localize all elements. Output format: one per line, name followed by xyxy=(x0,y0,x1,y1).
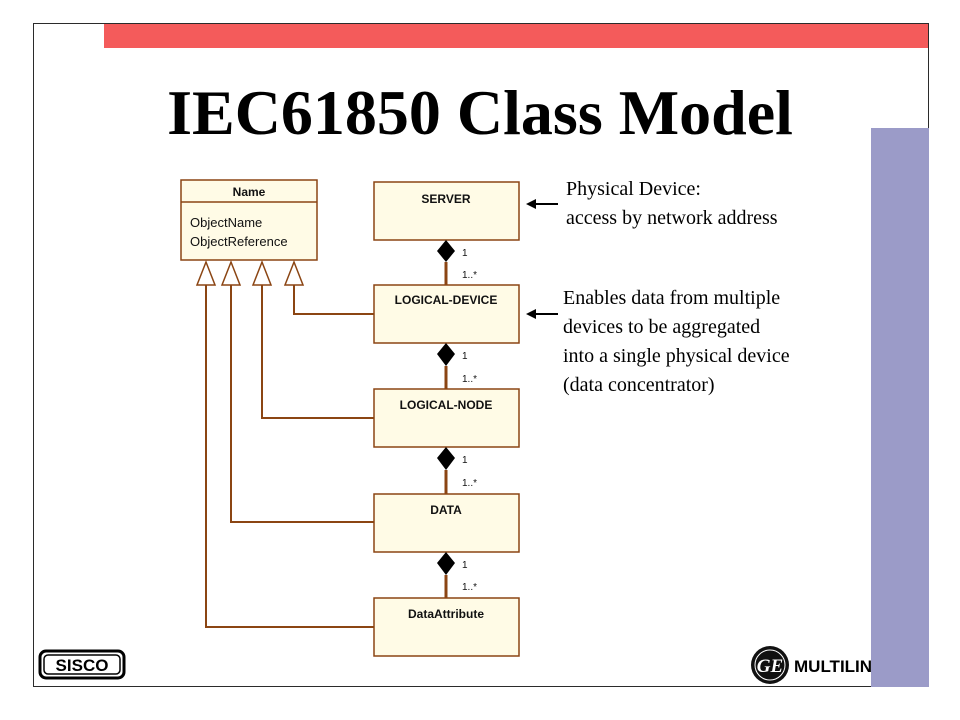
generalization-arrow-icon xyxy=(195,259,217,286)
composition-server-ld: 1 1..* xyxy=(437,240,477,285)
mult-parent: 1 xyxy=(462,351,468,362)
sisco-logo-inner xyxy=(43,654,121,675)
name-attr-objectreference: ObjectReference xyxy=(190,234,288,249)
generalization-data xyxy=(220,259,374,523)
generalization-da xyxy=(195,259,374,628)
ge-monogram-icon xyxy=(751,646,789,684)
mult-child: 1..* xyxy=(462,374,477,385)
mult-parent: 1 xyxy=(462,560,468,571)
sisco-logo-text: SISCO xyxy=(56,656,109,675)
composition-diamond-icon xyxy=(437,552,455,575)
composition-ld-ln: 1 1..* xyxy=(437,343,477,389)
class-logical-node: LOGICAL-NODE xyxy=(373,388,520,448)
class-logical-node-label: LOGICAL-NODE xyxy=(400,398,493,412)
note-logical-device: Enables data from multiple devices to be… xyxy=(526,287,790,396)
mult-parent: 1 xyxy=(462,455,468,466)
class-server: SERVER xyxy=(373,181,520,241)
name-class-rect xyxy=(180,179,318,261)
note-server: Physical Device: access by network addre… xyxy=(526,178,778,229)
class-data-attribute-rect xyxy=(373,597,520,657)
ge-monogram-ring xyxy=(754,649,786,681)
name-class-title: Name xyxy=(233,185,266,199)
note-ld-line-1: Enables data from multiple xyxy=(563,287,780,309)
composition-diamond-icon xyxy=(437,240,455,262)
top-accent-bar xyxy=(104,24,928,48)
note-ld-line-3: into a single physical device xyxy=(563,345,790,367)
class-logical-device-rect xyxy=(373,284,520,344)
class-data-rect xyxy=(373,493,520,553)
note-server-line-2: access by network address xyxy=(566,207,778,229)
generalization-line xyxy=(293,285,374,315)
ge-monogram-text: GE xyxy=(757,656,783,677)
mult-child: 1..* xyxy=(462,270,477,281)
generalization-arrow-icon xyxy=(283,259,305,286)
class-data-attribute-label: DataAttribute xyxy=(408,607,484,621)
sisco-logo: SISCO xyxy=(38,649,126,680)
note-ld-line-2: devices to be aggregated xyxy=(563,316,760,338)
arrow-left-icon xyxy=(526,199,536,209)
name-attr-objectname: ObjectName xyxy=(190,215,262,230)
generalization-line xyxy=(205,285,374,628)
composition-data-da: 1 1..* xyxy=(437,552,477,598)
generalization-ld xyxy=(283,259,374,315)
mult-child: 1..* xyxy=(462,478,477,489)
class-data-label: DATA xyxy=(430,503,462,517)
composition-diamond-icon xyxy=(437,343,455,366)
generalization-line xyxy=(230,285,374,523)
class-data: DATA xyxy=(373,493,520,553)
note-ld-line-4: (data concentrator) xyxy=(563,374,715,396)
composition-ln-data: 1 1..* xyxy=(437,447,477,494)
class-server-rect xyxy=(373,181,520,241)
class-logical-device-label: LOGICAL-DEVICE xyxy=(395,293,498,307)
class-logical-device: LOGICAL-DEVICE xyxy=(373,284,520,344)
generalization-ln xyxy=(251,259,374,419)
generalization-arrow-icon xyxy=(251,259,273,286)
mult-parent: 1 xyxy=(462,248,468,259)
slide-title: IEC61850 Class Model xyxy=(167,77,793,148)
generalization-line xyxy=(261,285,374,419)
composition-diamond-icon xyxy=(437,447,455,470)
mult-child: 1..* xyxy=(462,582,477,593)
multilin-logo-text: MULTILIN xyxy=(794,657,872,676)
class-server-label: SERVER xyxy=(421,192,470,206)
ge-multilin-logo: GE MULTILIN xyxy=(751,646,872,684)
note-server-line-1: Physical Device: xyxy=(566,178,701,200)
name-class-box: Name ObjectName ObjectReference xyxy=(180,179,318,261)
arrow-left-icon xyxy=(526,309,536,319)
side-accent-bar xyxy=(871,128,929,687)
class-data-attribute: DataAttribute xyxy=(373,597,520,657)
generalization-arrow-icon xyxy=(220,259,242,286)
